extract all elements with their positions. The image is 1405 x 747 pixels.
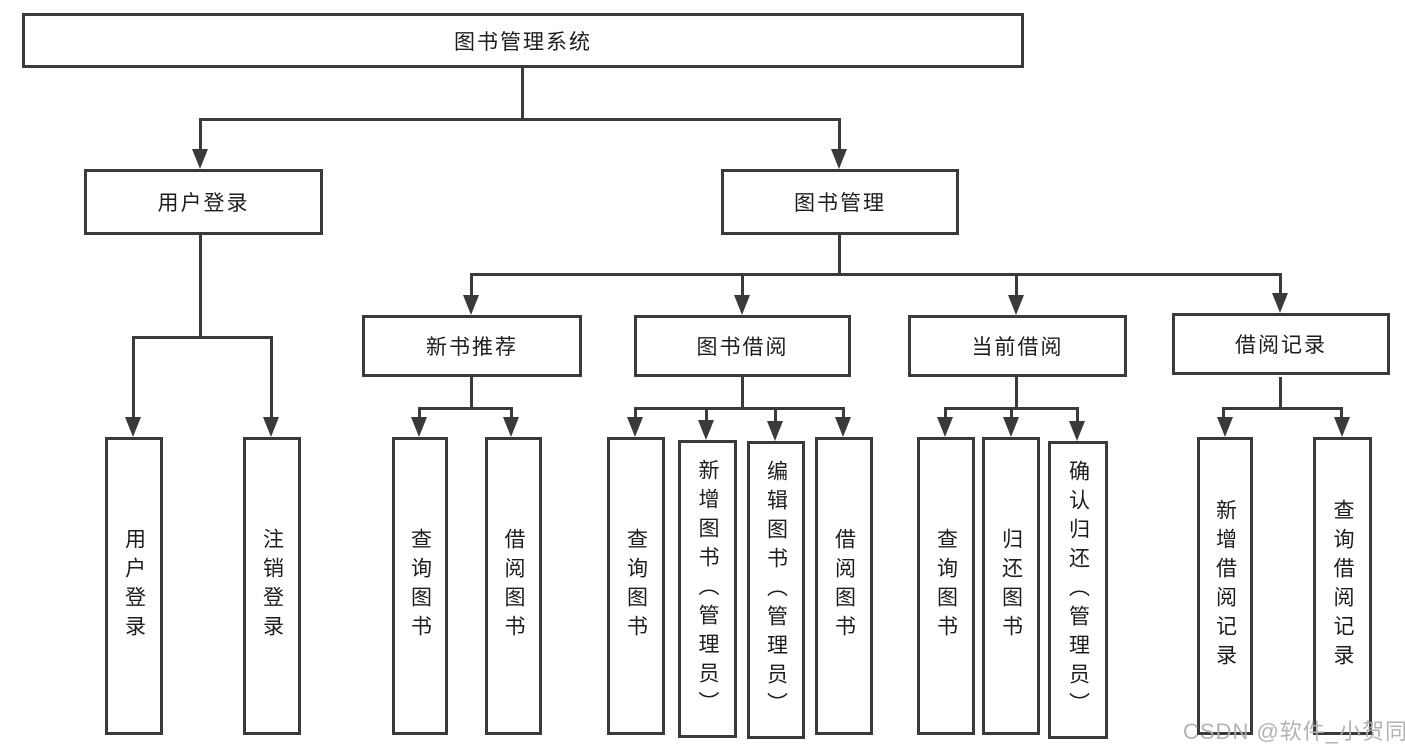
node-new-book-recommend: 新书推荐: [362, 315, 582, 377]
node-book-borrowing: 图书借阅: [634, 315, 851, 377]
node-user-login: 用户登录: [84, 169, 323, 235]
node-root: 图书管理系统: [22, 13, 1024, 68]
arrowhead-down-icon: [835, 417, 851, 437]
connector-drop-leaf-user-login: [132, 336, 135, 420]
connector-book-management-stem: [838, 235, 841, 275]
leaf-user-login-label: 用户登录: [122, 528, 146, 644]
connector-drop: [944, 407, 947, 421]
connector-drop-borrowing-records: [1279, 273, 1282, 300]
connector-drop: [510, 407, 513, 421]
node-book-management-label: 图书管理: [794, 192, 886, 215]
connector-drop: [1076, 407, 1079, 424]
leaf-br-add-record: 新增借阅记录: [1197, 437, 1253, 735]
connector-recommend-horizontal: [418, 407, 513, 410]
csdn-watermark: CSDN @软件_小贺同学: [1183, 719, 1405, 744]
leaf-cb-return-book: 归还图书: [982, 437, 1040, 735]
arrowhead-down-icon: [411, 417, 427, 437]
leaf-logout-label: 注销登录: [260, 528, 284, 644]
leaf-rec-search-book: 查询图书: [392, 437, 448, 735]
arrowhead-down-icon: [503, 417, 519, 437]
connector-level3-horizontal: [470, 273, 1282, 276]
connector-drop: [634, 407, 637, 421]
leaf-bb-search-book-label: 查询图书: [624, 528, 648, 644]
arrowhead-down-icon: [263, 417, 279, 437]
leaf-bb-add-book: 新增图书（管理员）: [678, 440, 737, 738]
connector-level2-horizontal: [199, 118, 841, 121]
leaf-cb-search-book: 查询图书: [917, 437, 975, 735]
leaf-cb-confirm-return-label: 确认归还（管理员）: [1066, 459, 1090, 721]
connector-drop-new-book-recommend: [470, 273, 473, 300]
connector-root-stem: [521, 68, 524, 120]
leaf-bb-add-book-label: 新增图书（管理员）: [696, 458, 719, 720]
connector-records-horizontal: [1222, 407, 1343, 410]
leaf-br-search-record: 查询借阅记录: [1313, 437, 1372, 735]
connector-drop-current-borrowing: [1015, 273, 1018, 300]
arrowhead-down-icon: [463, 295, 479, 315]
connector-borrowing-horizontal: [634, 407, 845, 410]
leaf-user-login: 用户登录: [105, 437, 163, 735]
connector-drop-leaf-logout: [270, 336, 273, 420]
node-user-login-label: 用户登录: [157, 192, 250, 215]
connector-current-stem: [1015, 377, 1018, 410]
arrowhead-down-icon: [125, 417, 141, 437]
arrowhead-down-icon: [1217, 417, 1233, 437]
connector-drop-book-management: [838, 118, 841, 154]
arrowhead-down-icon: [698, 420, 714, 440]
connector-drop: [1010, 407, 1013, 421]
connector-drop-user-login: [199, 118, 202, 154]
leaf-bb-borrow-book-label: 借阅图书: [832, 528, 856, 644]
connector-user-login-horizontal: [132, 336, 273, 339]
connector-recommend-stem: [470, 377, 473, 410]
connector-drop: [1222, 407, 1225, 421]
node-borrowing-records-label: 借阅记录: [1235, 334, 1327, 357]
leaf-bb-edit-book-label: 编辑图书（管理员）: [764, 459, 788, 721]
connector-drop-book-borrowing: [741, 273, 744, 300]
connector-borrowing-stem: [741, 377, 744, 410]
node-borrowing-records: 借阅记录: [1172, 313, 1390, 375]
connector-records-stem: [1279, 377, 1282, 410]
connector-user-login-stem: [199, 235, 202, 338]
arrowhead-down-icon: [767, 421, 783, 441]
arrowhead-down-icon: [937, 417, 953, 437]
node-book-management: 图书管理: [721, 169, 959, 235]
connector-drop: [1340, 407, 1343, 421]
connector-drop: [418, 407, 421, 421]
node-root-label: 图书管理系统: [454, 30, 592, 54]
leaf-rec-search-book-label: 查询图书: [408, 528, 432, 644]
node-current-borrowing: 当前借阅: [908, 315, 1127, 377]
leaf-cb-search-book-label: 查询图书: [934, 528, 958, 644]
leaf-cb-confirm-return: 确认归还（管理员）: [1048, 441, 1108, 739]
leaf-bb-search-book: 查询图书: [607, 437, 665, 735]
arrowhead-down-icon: [1334, 417, 1350, 437]
arrowhead-down-icon: [734, 295, 750, 315]
connector-drop: [774, 407, 777, 424]
leaf-rec-borrow-book: 借阅图书: [485, 437, 542, 735]
leaf-bb-edit-book: 编辑图书（管理员）: [747, 441, 805, 739]
connector-drop: [705, 407, 708, 424]
arrowhead-down-icon: [1069, 421, 1085, 441]
node-new-book-recommend-label: 新书推荐: [426, 336, 518, 359]
arrowhead-down-icon: [1272, 293, 1288, 313]
arrowhead-down-icon: [627, 417, 643, 437]
arrowhead-down-icon: [831, 149, 847, 169]
arrowhead-down-icon: [1003, 417, 1019, 437]
arrowhead-down-icon: [192, 149, 208, 169]
leaf-br-search-record-label: 查询借阅记录: [1331, 499, 1354, 673]
leaf-logout: 注销登录: [243, 437, 301, 735]
node-book-borrowing-label: 图书借阅: [696, 336, 789, 359]
leaf-br-add-record-label: 新增借阅记录: [1213, 499, 1237, 673]
connector-drop: [842, 407, 845, 421]
leaf-cb-return-book-label: 归还图书: [999, 528, 1023, 644]
arrowhead-down-icon: [1008, 295, 1024, 315]
leaf-rec-borrow-book-label: 借阅图书: [502, 528, 525, 644]
leaf-bb-borrow-book: 借阅图书: [815, 437, 873, 735]
node-current-borrowing-label: 当前借阅: [971, 336, 1064, 359]
